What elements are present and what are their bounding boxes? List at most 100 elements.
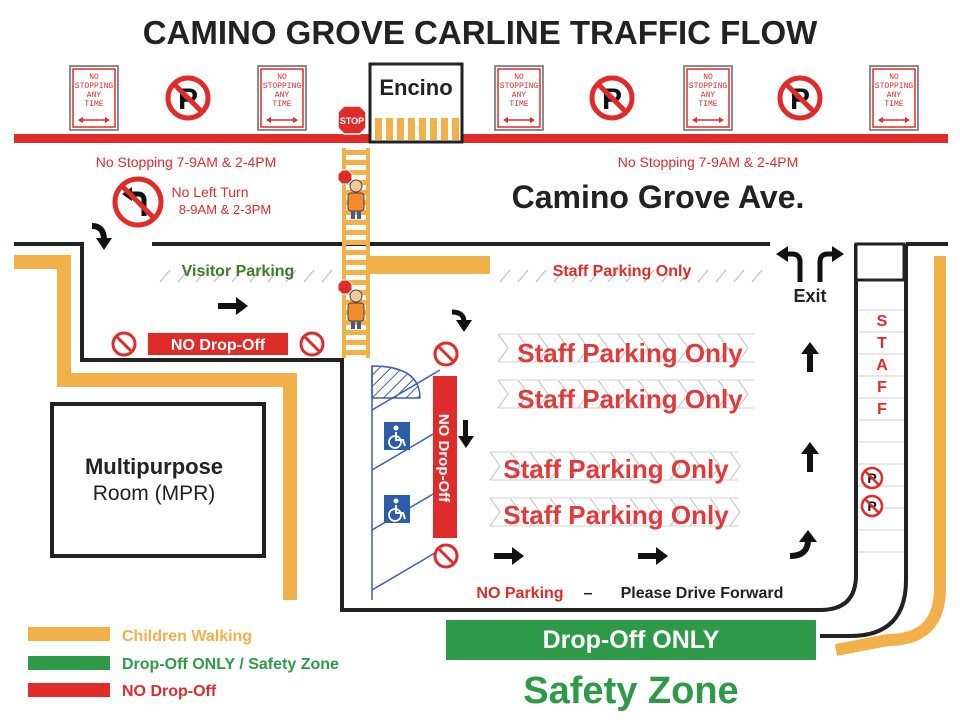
svg-text:STOPPING: STOPPING (75, 82, 114, 91)
staff-letter: F (877, 379, 887, 396)
svg-text:NO: NO (89, 73, 99, 82)
svg-text:STOPPING: STOPPING (263, 82, 302, 91)
no-drop-off-vertical-label: NO Drop-Off (435, 414, 452, 503)
drop-off-only-zone (446, 620, 816, 660)
double-arrow-icon (503, 117, 535, 123)
svg-text:TIME: TIME (272, 100, 291, 109)
svg-text:STOP: STOP (340, 116, 364, 126)
legend-swatch-no-drop-off (28, 683, 110, 697)
no-drop-off-label: NO Drop-Off (171, 337, 266, 354)
no-parking-icon (592, 78, 632, 118)
encino-street (368, 62, 464, 144)
lot-outline (14, 242, 858, 612)
svg-text:NO: NO (277, 73, 287, 82)
svg-text:NO: NO (514, 73, 524, 82)
wheelchair-icon (384, 495, 410, 523)
accessible-hatch (371, 365, 421, 399)
no-entry-icon (433, 543, 459, 569)
legend-swatch-drop-off-only (28, 656, 110, 670)
no-parking-icon (168, 78, 208, 118)
svg-text:ANY: ANY (887, 91, 902, 100)
staff-parking-top-label: Staff Parking Only (553, 263, 692, 280)
double-arrow-icon (692, 117, 724, 123)
svg-text:ANY: ANY (275, 91, 290, 100)
turn-right-arrow-icon (91, 223, 112, 250)
visitor-parking-label: Visitor Parking (182, 263, 295, 280)
svg-text:STOPPING: STOPPING (689, 82, 728, 91)
staff-parking-row: Staff Parking Only (503, 500, 729, 530)
svg-text:TIME: TIME (698, 100, 717, 109)
svg-text:–: – (584, 585, 593, 602)
arrow-up-icon (801, 342, 819, 372)
legend-label: Children Walking (122, 628, 252, 645)
staff-letter: F (877, 401, 887, 418)
no-entry-icon (111, 331, 137, 357)
svg-text:STOPPING: STOPPING (500, 82, 539, 91)
red-curb-top-right (462, 134, 948, 143)
svg-text:NO: NO (703, 73, 713, 82)
children-walking-paths (14, 255, 946, 656)
staff-letter: T (877, 335, 887, 352)
svg-text:TIME: TIME (509, 100, 528, 109)
staff-letter: A (876, 357, 888, 374)
safety-zone-label: Safety Zone (523, 670, 738, 712)
exit-label: Exit (793, 286, 826, 306)
no-left-turn-icon (112, 176, 164, 228)
arrow-down-icon (458, 420, 474, 448)
svg-text:STOPPING: STOPPING (875, 82, 914, 91)
red-curb-top-left (14, 134, 370, 143)
legend-swatch-children-walking (28, 627, 110, 641)
turn-up-arrow-icon (789, 530, 817, 559)
double-arrow-icon (266, 117, 298, 123)
mpr-label-line2: Room (MPR) (93, 482, 216, 505)
no-stopping-hours-left: No Stopping 7-9AM & 2-4PM (96, 154, 277, 170)
staff-parking-row: Staff Parking Only (503, 454, 729, 484)
drive-forward-label: Please Drive Forward (621, 585, 784, 602)
encino-crosswalk (375, 118, 459, 140)
accessible-stripes (371, 366, 441, 600)
mpr-label-line1: Multipurpose (85, 454, 223, 479)
arrow-up-icon (801, 442, 819, 472)
page-title: CAMINO GROVE CARLINE TRAFFIC FLOW (143, 14, 818, 51)
staff-parking-row: Staff Parking Only (517, 384, 743, 414)
wheelchair-icon (384, 422, 410, 450)
no-stopping-signs: NOSTOPPINGANYTIMENOSTOPPINGANYTIMENOSTOP… (69, 65, 919, 131)
no-parking-icon (780, 78, 820, 118)
staff-parking-row: Staff Parking Only (517, 338, 743, 368)
stop-sign-icon: STOP (337, 105, 367, 135)
no-entry-icon (299, 331, 325, 357)
turn-down-arrow-icon (451, 309, 472, 332)
chevron-rows (489, 333, 754, 527)
multipurpose-room (50, 402, 266, 558)
no-left-turn-hours: 8-9AM & 2-3PM (179, 202, 271, 217)
svg-text:ANY: ANY (87, 91, 102, 100)
svg-text:ANY: ANY (701, 91, 716, 100)
no-parking-label: NO Parking (476, 585, 563, 602)
no-drop-off-zone (148, 333, 288, 355)
arrow-right-icon (638, 547, 668, 565)
legend-label: Drop-Off ONLY / Safety Zone (122, 656, 339, 673)
svg-text:TIME: TIME (884, 100, 903, 109)
arrow-right-icon (218, 297, 248, 315)
no-left-turn-label: No Left Turn (171, 184, 248, 200)
drop-off-only-label: Drop-Off ONLY (543, 626, 720, 654)
svg-text:NO: NO (889, 73, 899, 82)
arrow-right-icon (494, 547, 524, 565)
no-drop-off-vertical-zone (433, 376, 457, 538)
exit-arrows (776, 246, 844, 282)
parking-stripes (159, 269, 904, 553)
legend: Children Walking Drop-Off ONLY / Safety … (28, 627, 339, 700)
no-entry-icon (433, 341, 459, 367)
double-arrow-icon (878, 117, 910, 123)
no-stopping-hours-right: No Stopping 7-9AM & 2-4PM (618, 154, 799, 170)
legend-label: NO Drop-Off (122, 683, 217, 700)
main-street-label: Camino Grove Ave. (512, 179, 805, 215)
